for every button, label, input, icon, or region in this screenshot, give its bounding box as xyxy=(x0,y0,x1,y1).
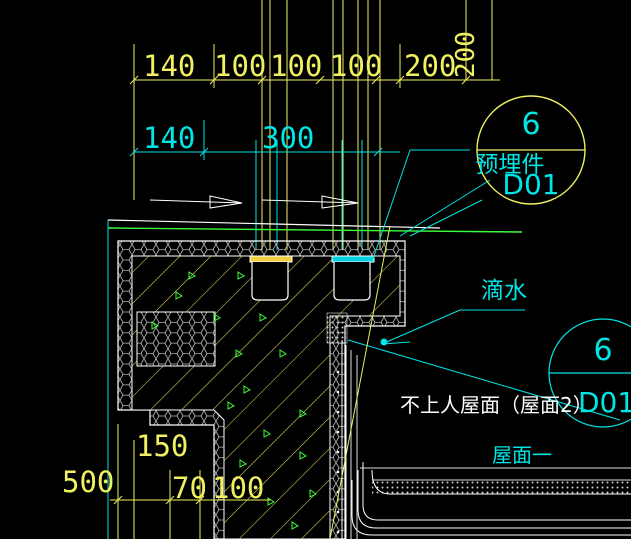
label-roof-one: 屋面一 xyxy=(492,443,552,467)
vertical-guide-lines xyxy=(261,0,493,250)
dimension-bottom-left: 150 500 70 100 xyxy=(62,220,270,539)
dim-bottom-1: 150 xyxy=(136,429,188,463)
callout-b-number: 6 xyxy=(593,333,612,368)
callout-detail-a[interactable]: 6 D01 xyxy=(476,95,586,205)
label-embedded-part: 预埋件 xyxy=(476,152,545,178)
dim-bottom-3: 70 xyxy=(172,471,207,505)
roof-layers xyxy=(351,462,631,536)
dimension-row-second: 140 300 xyxy=(129,120,400,160)
callout-b-sheet: D01 xyxy=(578,386,631,419)
slab-top-line xyxy=(107,219,441,229)
dimension-row-top: 140 100 100 100 200 200 xyxy=(129,31,500,200)
label-drip: 滴水 xyxy=(481,278,527,304)
callout-a-sheet: D01 xyxy=(502,168,559,201)
dim-vertical-top: 200 xyxy=(451,31,481,78)
flow-arrows xyxy=(149,195,359,209)
dim-top-3: 100 xyxy=(270,49,322,83)
callout-detail-b[interactable]: 6 D01 xyxy=(548,318,631,428)
callout-a-number: 6 xyxy=(521,107,540,142)
dim-second-1: 140 xyxy=(143,121,195,155)
dim-bottom-4: 100 xyxy=(212,471,264,505)
dim-top-4: 100 xyxy=(330,49,382,83)
dim-second-2: 300 xyxy=(262,121,314,155)
embedded-parts xyxy=(249,255,375,301)
waterproof-layers xyxy=(326,312,358,539)
cyan-verticals xyxy=(255,140,363,250)
cap-line xyxy=(107,227,523,233)
dim-top-2: 100 xyxy=(214,49,266,83)
dim-top-1: 140 xyxy=(143,49,195,83)
dim-bottom-2: 500 xyxy=(62,465,114,499)
label-roof-note: 不上人屋面（屋面2） xyxy=(400,393,593,417)
leader-lines xyxy=(329,149,621,539)
dim-top-5: 200 xyxy=(404,49,456,83)
parapet-section xyxy=(117,240,406,539)
